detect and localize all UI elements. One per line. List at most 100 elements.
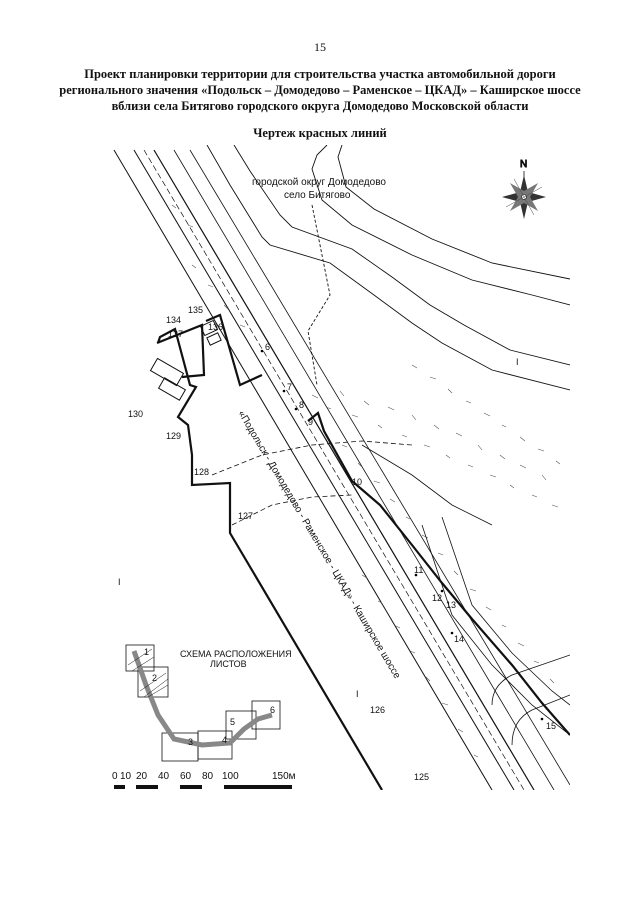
- area-label-line-1: городской округ Домодедово: [252, 177, 386, 188]
- side-roads: [211, 440, 570, 746]
- red-line-upper: [205, 313, 263, 387]
- red-line-connector: [156, 323, 206, 379]
- village-boundary: [307, 204, 331, 386]
- scale-label-0: 0: [112, 771, 118, 782]
- inset-hatch: [127, 648, 169, 698]
- point-label-129: 129: [166, 431, 181, 441]
- sheet-label-4: 4: [222, 735, 227, 745]
- ramp-2: [511, 694, 570, 746]
- point-label-7: 7: [287, 382, 292, 392]
- highway-corridor: [113, 149, 570, 790]
- area-label-line-2: село Битягово: [284, 190, 351, 201]
- sheet-label-3: 3: [188, 737, 193, 747]
- point-marker-11: [414, 573, 418, 577]
- scale-label-20: 20: [136, 771, 148, 782]
- ramp-1: [491, 654, 570, 706]
- inset-route: [131, 650, 273, 748]
- compass-ticks: [505, 178, 543, 216]
- ramp-3: [361, 444, 493, 526]
- buildings: [149, 319, 222, 401]
- boundary-dashed: [211, 440, 413, 476]
- point-marker-6: [260, 349, 264, 353]
- village-road-edge-1: [206, 145, 570, 391]
- scale-label-80: 80: [202, 771, 214, 782]
- inset-title-line-2: ЛИСТОВ: [210, 659, 247, 669]
- scale-segment-2: [136, 785, 158, 789]
- red-lines: [156, 313, 570, 790]
- side-road-2: [441, 516, 570, 706]
- building-4: [157, 377, 187, 401]
- point-label-12: 12: [432, 593, 442, 603]
- highway-edge-d: [173, 149, 555, 790]
- point-label-13: 13: [446, 600, 456, 610]
- side-road-1: [421, 524, 570, 736]
- area-label: городской округ Домодедово село Битягово: [252, 177, 386, 201]
- red-line-left: [156, 327, 383, 790]
- point-label-15: 15: [546, 721, 556, 731]
- point-labels: 6 7 8 9 10 11 12 13 14 15 125 126 127 12…: [128, 305, 556, 782]
- point-label-10: 10: [352, 477, 362, 487]
- sheet-label-6: 6: [270, 705, 275, 715]
- point-label-126: 126: [370, 705, 385, 715]
- point-label-8: 8: [299, 400, 304, 410]
- scale-label-40: 40: [158, 771, 170, 782]
- sheet-5-frame: [225, 710, 257, 740]
- point-label-6: 6: [265, 342, 270, 352]
- marker-label-3: I: [356, 689, 359, 699]
- compass-rose: N: [502, 159, 546, 219]
- compass-north-label: N: [520, 159, 527, 170]
- page-number: 15: [314, 40, 326, 54]
- point-label-130: 130: [128, 409, 143, 419]
- red-lines-map[interactable]: городской округ Домодедово село Битягово…: [112, 145, 570, 790]
- building-3: [149, 357, 185, 387]
- point-label-128: 128: [194, 467, 209, 477]
- scale-segment-3: [180, 785, 202, 789]
- document-title: Проект планировки территории для строите…: [40, 66, 600, 114]
- scale-bar: 0 10 20 40 60 80 100 150м: [112, 771, 296, 789]
- sheet-label-2: 2: [152, 673, 157, 683]
- title-line-2: регионального значения «Подольск – Домод…: [59, 83, 581, 97]
- sheet-6-frame: [251, 700, 281, 730]
- village-road-edge-4: [337, 145, 570, 280]
- point-marker-8: [294, 407, 298, 411]
- point-marker-15: [540, 717, 544, 721]
- point-label-137: 137: [168, 329, 183, 339]
- marker-label-2: I: [118, 577, 121, 587]
- title-line-1: Проект планировки территории для строите…: [84, 67, 556, 81]
- sheet-label-1: 1: [144, 647, 149, 657]
- point-marker-14: [450, 631, 454, 635]
- highway-edge-e: [189, 149, 570, 786]
- point-marker-7: [282, 389, 286, 393]
- point-label-125: 125: [414, 772, 429, 782]
- scale-segment-4: [224, 785, 292, 789]
- point-label-9: 9: [308, 417, 313, 427]
- highway-edge-a: [113, 149, 493, 790]
- scale-segment-1: [114, 785, 125, 789]
- scale-label-150: 150м: [272, 771, 296, 782]
- village-roads: [206, 145, 570, 391]
- boundary-markers: I I I: [118, 357, 519, 699]
- boundary-dashed-2: [231, 494, 353, 526]
- sheet-layout-inset: СХЕМА РАСПОЛОЖЕНИЯ ЛИСТОВ 1 2 3 4 5 6: [125, 644, 292, 762]
- highway-edge-b: [133, 149, 515, 790]
- inset-title-line-1: СХЕМА РАСПОЛОЖЕНИЯ: [180, 649, 292, 659]
- scale-label-10: 10: [120, 771, 132, 782]
- point-label-134: 134: [166, 315, 181, 325]
- highway-edge-c: [153, 149, 535, 790]
- highway-centerline: [143, 149, 525, 790]
- drawing-title: Чертеж красных линий: [253, 126, 387, 140]
- scale-label-60: 60: [180, 771, 192, 782]
- village-road-edge-3: [311, 145, 570, 306]
- village-road-edge-2: [233, 145, 570, 366]
- sheet-label-5: 5: [230, 717, 235, 727]
- point-marker-12: [440, 589, 444, 593]
- marker-label-1: I: [516, 357, 519, 367]
- terrain-hatching: [171, 204, 561, 758]
- point-label-14: 14: [454, 634, 464, 644]
- building-1: [199, 319, 219, 337]
- point-label-135: 135: [188, 305, 203, 315]
- point-label-136: 136: [208, 322, 223, 332]
- point-label-11: 11: [414, 565, 423, 575]
- red-line-right: [307, 411, 570, 736]
- road-label: «Подольск - Домодедово - Раменское - ЦКА…: [235, 409, 402, 681]
